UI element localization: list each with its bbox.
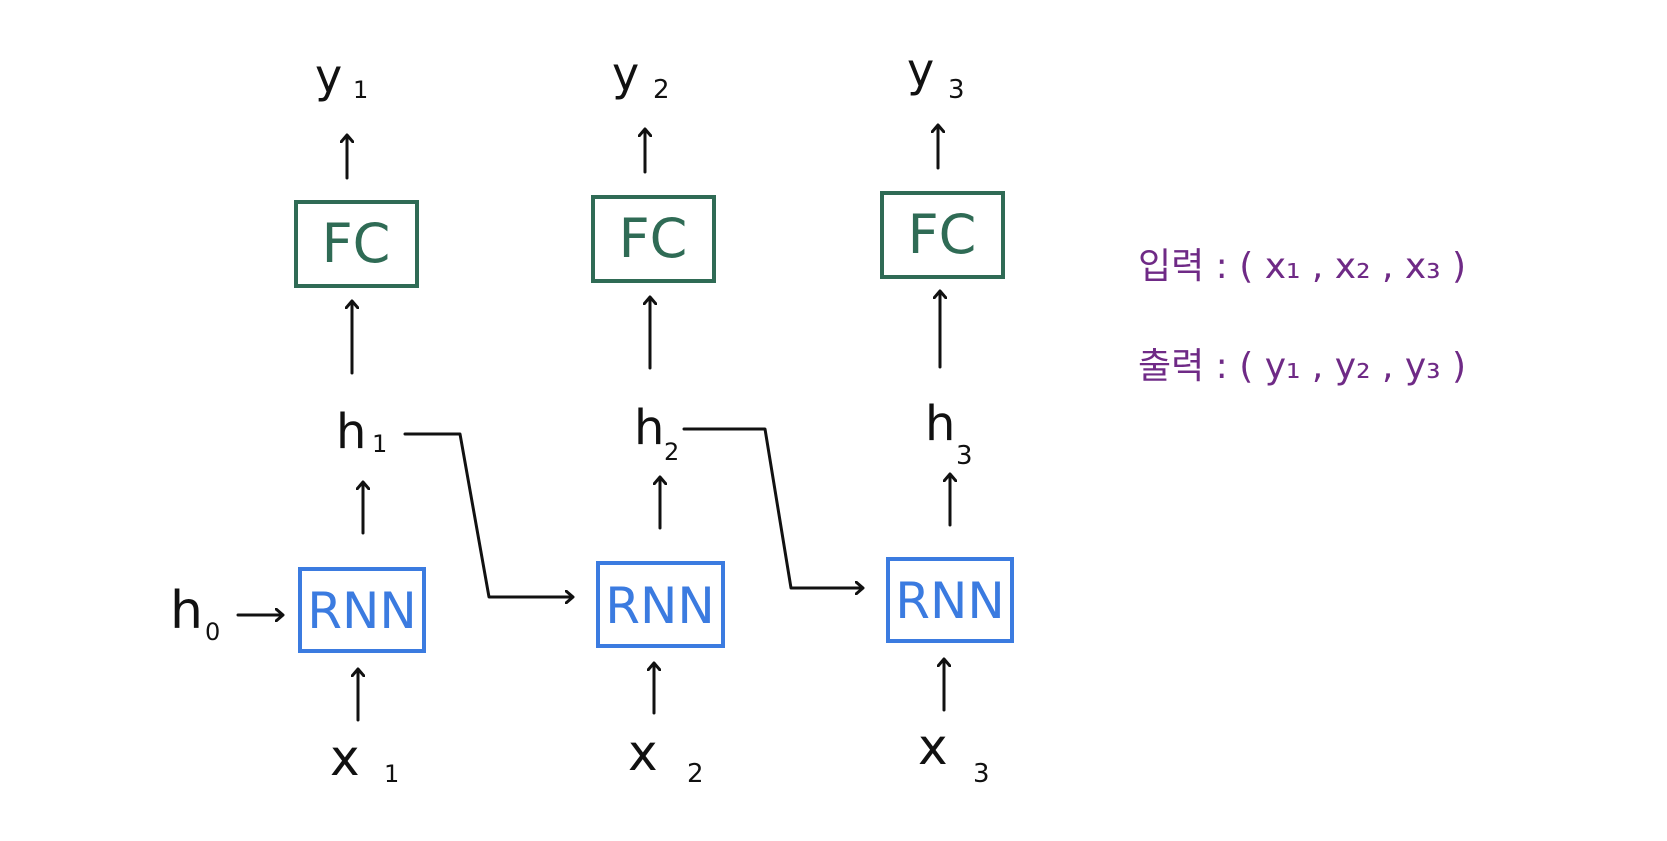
initial-state-subscript: 0 — [205, 618, 220, 646]
rnn-label: RNN — [605, 577, 715, 635]
fc-label: FC — [322, 212, 391, 275]
output-symbol: y — [612, 47, 639, 101]
rnn-label: RNN — [895, 572, 1005, 630]
input-symbol: x — [918, 718, 948, 776]
input-subscript: 2 — [687, 759, 704, 789]
notes: 입력 : ( x₁ , x₂ , x₃ ) 출력 : ( y₁ , y₂ , y… — [1138, 246, 1466, 387]
fc-box — [591, 195, 716, 283]
output-symbol: y — [907, 43, 934, 97]
initial-state: h 0 — [170, 581, 282, 646]
output-symbol: y — [315, 49, 342, 103]
fc-box — [294, 200, 419, 288]
recurrent-connection-h2-to-rnn3 — [682, 427, 862, 588]
fc-box — [880, 191, 1005, 279]
initial-state-symbol: h — [170, 581, 203, 641]
column-3: y 3 FC h 3 RNN x 3 — [880, 43, 1014, 789]
hidden-symbol: h — [925, 396, 955, 452]
recurrent-connection-h1-to-rnn2 — [403, 432, 572, 597]
fc-label: FC — [619, 207, 688, 270]
input-subscript: 3 — [973, 759, 990, 789]
output-subscript: 3 — [948, 75, 965, 105]
hidden-subscript: 3 — [956, 441, 973, 471]
input-sequence-note: 입력 : ( x₁ , x₂ , x₃ ) — [1138, 246, 1466, 287]
rnn-label: RNN — [307, 582, 417, 640]
hidden-subscript: 2 — [664, 438, 679, 466]
output-subscript: 2 — [653, 75, 670, 105]
hidden-symbol: h — [336, 404, 366, 460]
rnn-box — [298, 567, 426, 653]
hidden-subscript: 1 — [372, 430, 387, 458]
rnn-box — [886, 557, 1014, 643]
input-symbol: x — [330, 729, 360, 787]
output-subscript: 1 — [353, 76, 368, 104]
rnn-box — [596, 561, 725, 648]
fc-label: FC — [908, 203, 977, 266]
column-2: y 2 FC h 2 RNN x 2 — [591, 47, 725, 789]
hidden-symbol: h — [634, 400, 664, 456]
input-subscript: 1 — [384, 760, 399, 788]
output-sequence-note: 출력 : ( y₁ , y₂ , y₃ ) — [1138, 346, 1466, 387]
input-symbol: x — [628, 724, 658, 782]
column-1: y 1 FC h 1 RNN x 1 — [294, 49, 426, 788]
